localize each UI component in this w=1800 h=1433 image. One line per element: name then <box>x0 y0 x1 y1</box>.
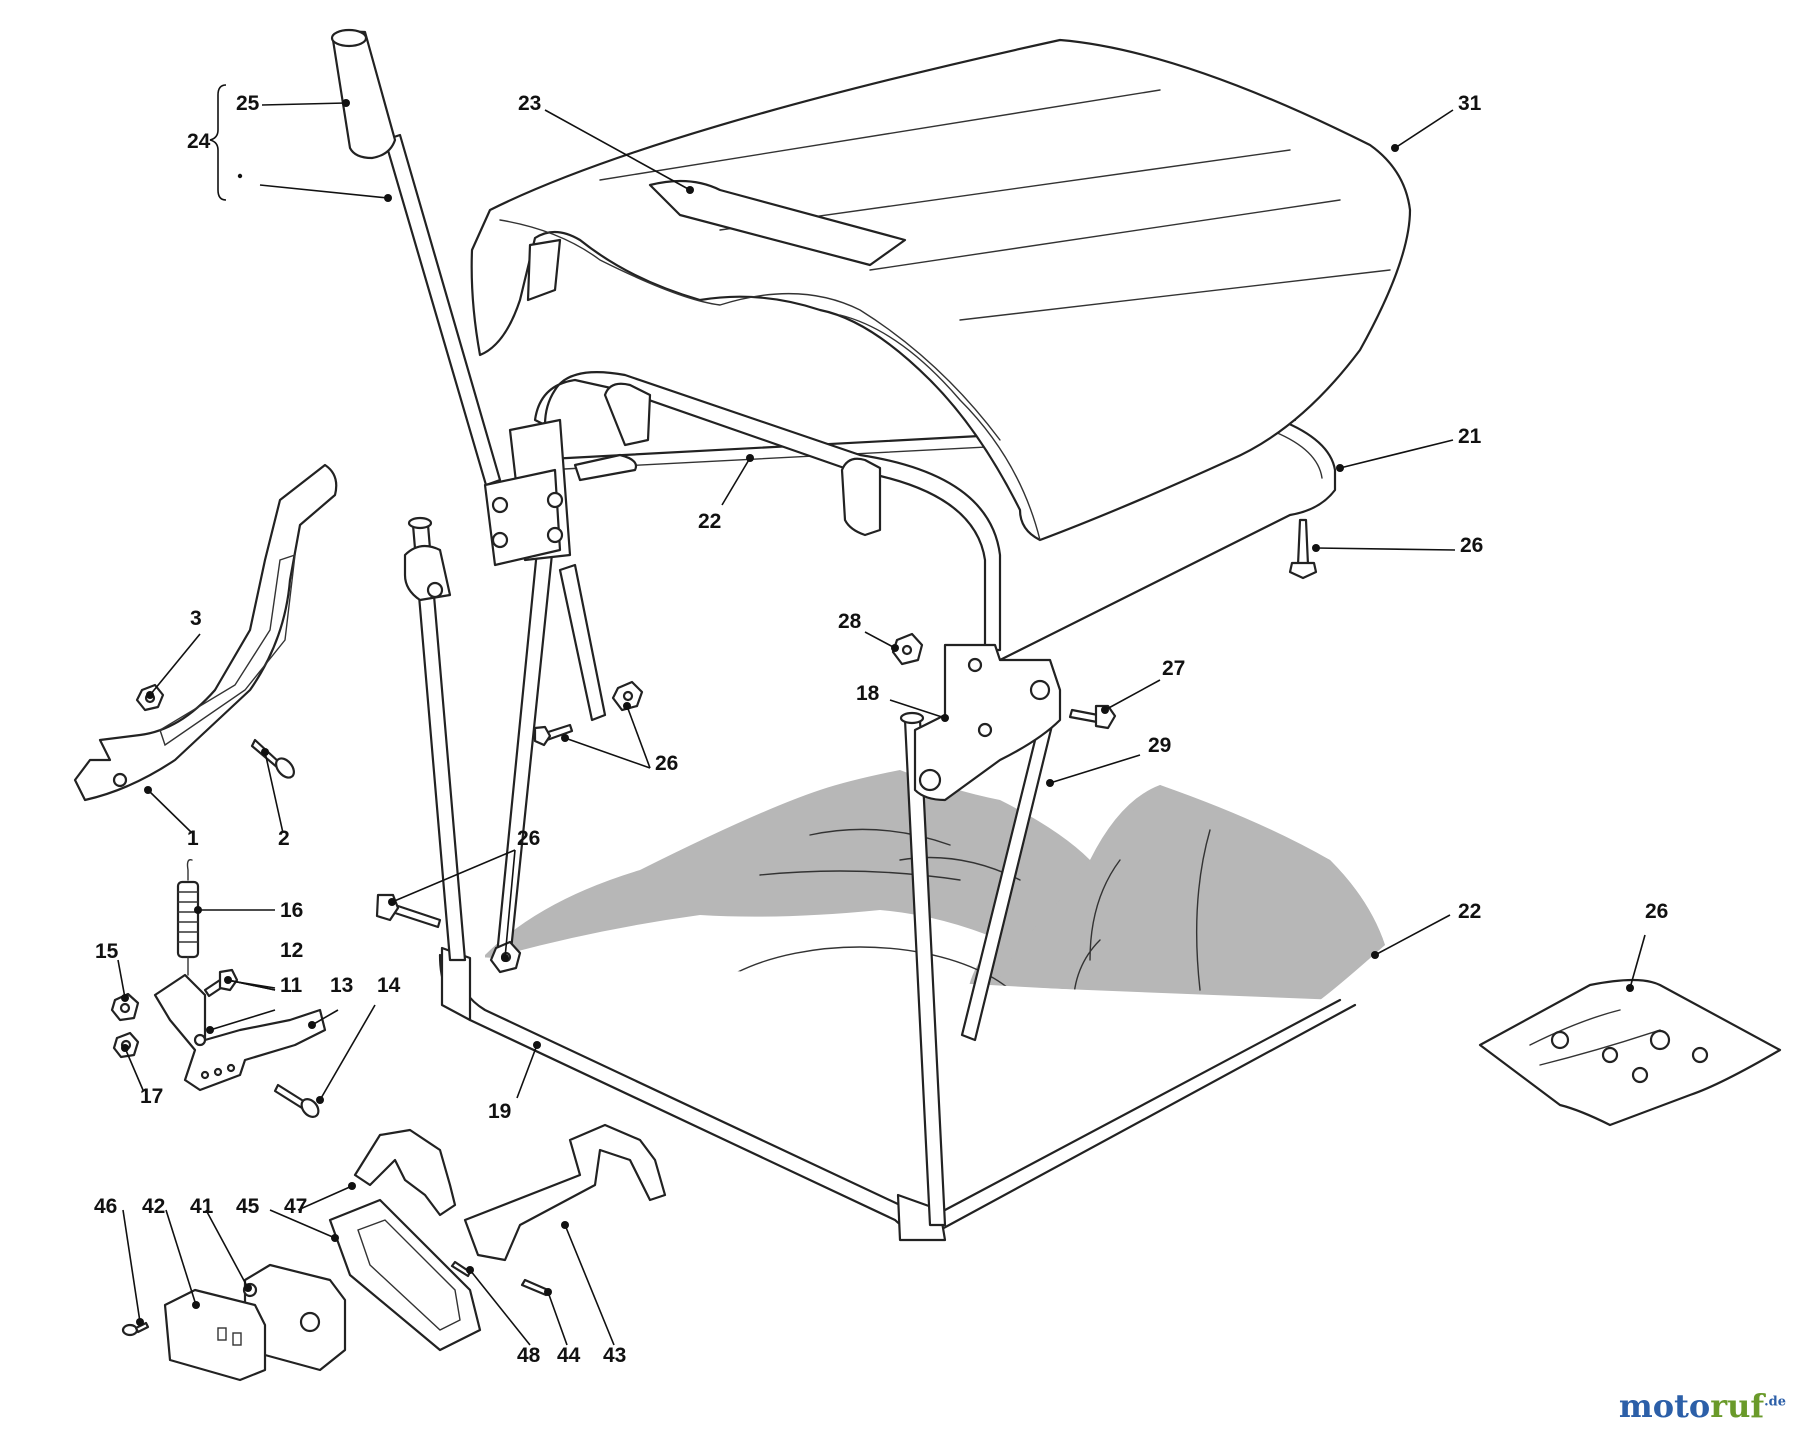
callout-29: 29 <box>1148 734 1171 757</box>
part-43-lever <box>463 1123 667 1262</box>
part-12-bolt <box>203 968 239 998</box>
hinge-brackets <box>403 418 638 602</box>
bag-frame-lower <box>438 946 1357 1242</box>
part-2-bolt <box>250 738 295 779</box>
part-26-bolt-vertical <box>1288 518 1318 580</box>
callout-26-left: 26 <box>517 827 540 850</box>
callout-3: 3 <box>190 607 202 630</box>
callout-18: 18 <box>856 682 880 705</box>
callout-44: 44 <box>557 1344 581 1367</box>
right-bracket-18 <box>913 643 1062 802</box>
part-41-switch <box>242 1263 347 1372</box>
callout-labels: 25 24 23 31 21 22 26 3 28 27 18 26 29 1 … <box>94 92 1668 1367</box>
callout-22-top: 22 <box>698 510 721 533</box>
callout-45: 45 <box>236 1195 260 1218</box>
leader-lines <box>117 84 1646 1346</box>
callout-25: 25 <box>236 92 260 115</box>
part-47-cover <box>353 1128 457 1217</box>
handle-bar-22 <box>533 371 1002 652</box>
part-14-bolt <box>273 1083 320 1118</box>
part-46-screw <box>121 1321 150 1337</box>
callout-1: 1 <box>187 827 199 850</box>
part-48-pin <box>450 1260 472 1278</box>
callout-13: 13 <box>330 974 353 997</box>
callout-48: 48 <box>517 1344 541 1367</box>
callout-28: 28 <box>838 610 862 633</box>
callout-12: 12 <box>280 939 303 962</box>
callout-19: 19 <box>488 1100 511 1123</box>
callout-24: 24 <box>187 130 211 153</box>
motoruf-watermark: motoruf.de <box>1619 1387 1786 1425</box>
callout-46: 46 <box>94 1195 117 1218</box>
callout-47: 47 <box>284 1195 307 1218</box>
callout-22-right: 22 <box>1458 900 1481 923</box>
lever-rod-24 <box>330 28 502 487</box>
part-28-nut <box>891 632 924 666</box>
callout-11: 11 <box>280 974 303 997</box>
callout-26-bag: 26 <box>1645 900 1668 923</box>
callout-14: 14 <box>377 974 401 997</box>
callout-26-right: 26 <box>1460 534 1483 557</box>
part-16-spring <box>176 859 200 976</box>
part-26-bolt-small <box>533 680 644 747</box>
frame-uprights <box>407 516 1059 1227</box>
part-27-bolt <box>1068 704 1117 730</box>
callout-2: 2 <box>278 827 290 850</box>
part-42-switch-cover <box>163 1288 267 1382</box>
callout-41: 41 <box>190 1195 214 1218</box>
callout-42: 42 <box>142 1195 165 1218</box>
callout-31: 31 <box>1458 92 1482 115</box>
watermark-moto: moto <box>1618 1387 1711 1425</box>
part-26-hardware-bag <box>1478 978 1782 1127</box>
callout-16: 16 <box>280 899 303 922</box>
watermark-de: .de <box>1764 1394 1786 1410</box>
part-45-plate <box>328 1198 482 1352</box>
callout-23: 23 <box>518 92 541 115</box>
callout-15: 15 <box>95 940 119 963</box>
callout-26-mid: 26 <box>655 752 678 775</box>
callout-21: 21 <box>1458 425 1482 448</box>
callout-43: 43 <box>603 1344 626 1367</box>
callout-27: 27 <box>1162 657 1185 680</box>
watermark-ruf: ruf <box>1710 1387 1765 1425</box>
part-11-bracket <box>153 973 327 1092</box>
bag-cover-31 <box>470 38 1412 542</box>
part-1-plate <box>73 463 338 802</box>
part-15-nut <box>110 992 140 1022</box>
callout-17: 17 <box>140 1085 163 1108</box>
